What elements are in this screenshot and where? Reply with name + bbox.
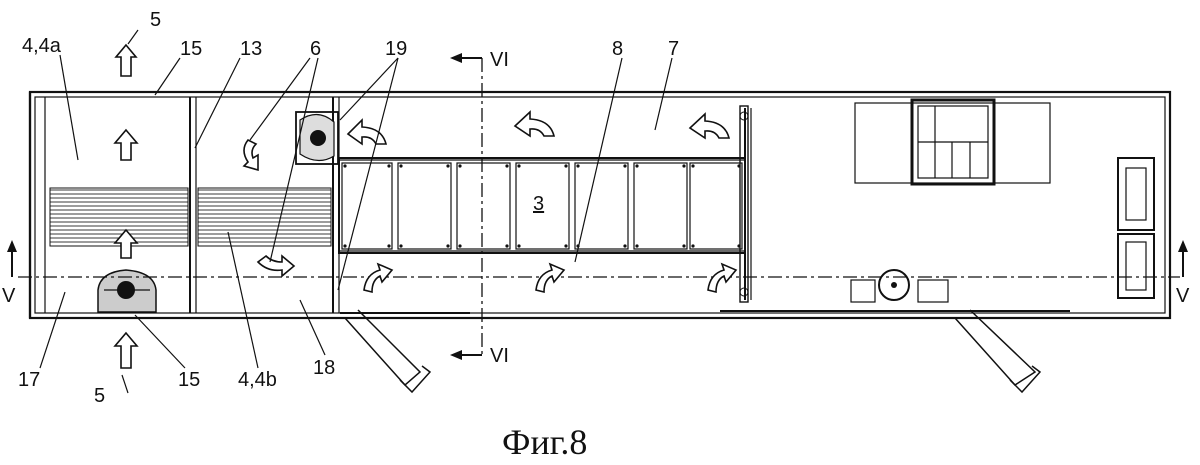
label-6: 6 <box>310 38 321 60</box>
label-13: 13 <box>240 38 262 60</box>
section-marker-v-left <box>7 240 17 277</box>
fan-unit-17 <box>97 269 157 313</box>
window-cabinet <box>854 98 1051 186</box>
label-5-top: 5 <box>150 9 161 31</box>
label-17: 17 <box>18 369 40 391</box>
figure-caption: Фиг.8 <box>502 422 587 462</box>
filter-4b <box>197 187 332 247</box>
label-vi-bottom: VI <box>490 345 509 367</box>
equipment-small <box>850 269 949 303</box>
label-vi-top: VI <box>490 49 509 71</box>
leader-lines <box>39 29 673 394</box>
airflow-arrows <box>113 43 738 369</box>
section-marker-vi-bottom <box>450 350 482 360</box>
section-marker-vi-top <box>450 53 482 63</box>
section-marker-v-right <box>1178 240 1188 277</box>
container-outline <box>28 90 1172 320</box>
label-19: 19 <box>385 38 407 60</box>
module-row-3 <box>338 157 746 254</box>
filter-4a <box>49 187 189 247</box>
label-15-top: 15 <box>180 38 202 60</box>
right-cabinets <box>1117 157 1155 299</box>
label-15-bottom: 15 <box>178 369 200 391</box>
fan-unit-6 <box>295 111 339 165</box>
door-right <box>720 309 1070 394</box>
label-3: 3 <box>533 193 544 215</box>
label-4-4b: 4,4b <box>238 369 277 391</box>
door-left <box>340 309 470 394</box>
label-4-4a: 4,4a <box>22 35 62 57</box>
label-v-right: V <box>1176 285 1190 307</box>
label-7: 7 <box>668 38 679 60</box>
label-18: 18 <box>313 357 335 379</box>
label-5-bottom: 5 <box>94 385 105 407</box>
partition-rail <box>739 105 749 303</box>
label-v-left: V <box>2 285 16 307</box>
label-8: 8 <box>612 38 623 60</box>
